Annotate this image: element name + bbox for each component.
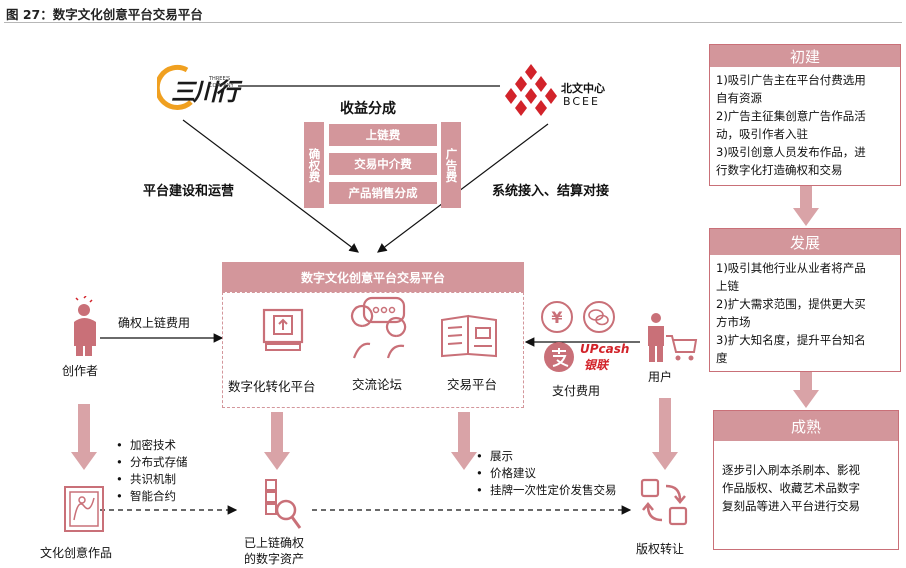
revenue-row: 上链费 — [329, 124, 437, 146]
stage-body: 逐步引入刷本杀刷本、影视 作品版权、收藏艺术品数字 复刻品等进入平台进行交易 — [714, 441, 898, 515]
stage-line: 动，吸引作者入驻 — [716, 127, 808, 141]
list-item: •智能合约 — [116, 489, 176, 503]
unionpay-text: 银联 — [584, 358, 609, 372]
threes-logo-sub1: THREE'S — [209, 76, 231, 82]
list-item-text: 加密技术 — [130, 438, 176, 452]
revenue-row-label: 产品销售分成 — [348, 186, 418, 200]
revenue-row: 产品销售分成 — [329, 182, 437, 204]
bcee-en-name: BCEE — [563, 95, 600, 108]
system-access-label: 系统接入、结算对接 — [492, 184, 610, 199]
module-label: 数字化转化平台 — [228, 379, 316, 394]
stage-line: 度 — [716, 351, 728, 365]
yuan-symbol: ¥ — [551, 308, 562, 327]
list-item: •展示 — [476, 449, 513, 463]
access-arrow — [377, 123, 549, 253]
stage-initial-panel: 初建 1)吸引广告主在平台付费选用 自有资源 2)广告主征集创意广告作品活 动，… — [709, 44, 901, 186]
bcee-diamond-icon — [505, 64, 557, 116]
list-item: •分布式存储 — [116, 455, 188, 469]
list-item: •挂牌一次性定价发售交易 — [476, 483, 617, 497]
threes-company-logo: 三川行 THREE'S COMPANY — [157, 62, 239, 114]
digital-asset-icon — [265, 479, 302, 529]
stage-line: 逐步引入刷本杀刷本、影视 — [722, 463, 860, 477]
threes-logo-sub2: COMPANY — [209, 83, 234, 89]
upcash-text: UPcash — [580, 342, 630, 356]
stage-mature-panel: 成熟 逐步引入刷本杀刷本、影视 作品版权、收藏艺术品数字 复刻品等进入平台进行交… — [713, 410, 899, 550]
asset-label-line2: 的数字资产 — [244, 552, 305, 566]
stage-title: 成熟 — [714, 411, 898, 441]
ad-fee-label: 广告费 — [444, 147, 459, 183]
stage-line: 1)吸引其他行业从业者将产品 — [716, 261, 866, 275]
revenue-row: 交易中介费 — [329, 153, 437, 175]
stage-body: 1)吸引广告主在平台付费选用 自有资源 2)广告主征集创意广告作品活 动，吸引作… — [710, 67, 900, 183]
stage-line: 2)广告主征集创意广告作品活 — [716, 109, 866, 123]
list-item-text: 智能合约 — [130, 489, 176, 503]
stage-line: 作品版权、收藏艺术品数字 — [722, 481, 860, 495]
platform-title: 数字文化创意平台交易平台 — [222, 262, 524, 292]
alipay-icon — [544, 342, 574, 372]
list-item: •加密技术 — [116, 438, 176, 452]
ops-arrow — [182, 119, 359, 253]
rights-fee-label: 确权费 — [307, 147, 322, 183]
revenue-row-label: 上链费 — [365, 128, 401, 142]
rights-fee-flow-label: 确权上链费用 — [118, 316, 191, 330]
stage-line: 3)吸引创意人员发布作品，进 — [716, 145, 866, 159]
user-label: 用户 — [648, 370, 673, 384]
title-rule — [4, 22, 902, 23]
rights-fee-cell: 确权费 — [304, 122, 324, 208]
platform-ops-label: 平台建设和运营 — [143, 184, 235, 199]
list-item: •共识机制 — [116, 472, 176, 486]
creator-label: 创作者 — [62, 364, 99, 378]
user-icon — [648, 313, 698, 362]
copyright-transfer-icon — [640, 478, 688, 526]
digital-conversion-icon — [262, 308, 304, 351]
bcee-logo: 北文中心 BCEE — [503, 62, 615, 116]
stage-line: 1)吸引广告主在平台付费选用 — [716, 73, 866, 87]
wechat-pay-icon — [583, 301, 615, 333]
platform-body — [222, 292, 524, 408]
stage-line: 方市场 — [716, 315, 751, 329]
stage-line: 上链 — [716, 279, 739, 293]
stage-body: 1)吸引其他行业从业者将产品 上链 2)扩大需求范围，提供更大买 方市场 3)扩… — [710, 255, 900, 371]
forum-icon — [350, 296, 407, 359]
module-label: 交易平台 — [447, 377, 498, 392]
stage-line: 自有资源 — [716, 91, 762, 105]
stage-title: 发展 — [710, 229, 900, 255]
trade-bullet-list: •展示 •价格建议 •挂牌一次性定价发售交易 — [476, 448, 617, 499]
stage-title: 初建 — [710, 45, 900, 67]
asset-label-line1: 已上链确权 — [244, 536, 305, 550]
tech-bullet-list: •加密技术 •分布式存储 •共识机制 •智能合约 — [116, 437, 188, 505]
revenue-title: 收益分成 — [340, 101, 396, 117]
creator-icon — [74, 296, 96, 356]
creative-work-label: 文化创意作品 — [40, 546, 113, 560]
ad-fee-cell: 广告费 — [441, 122, 461, 208]
list-item-text: 挂牌一次性定价发售交易 — [490, 483, 617, 497]
transfer-label: 版权转让 — [636, 542, 685, 556]
list-item-text: 共识机制 — [130, 472, 176, 486]
revenue-row-label: 交易中介费 — [354, 157, 412, 171]
yuan-icon: ¥ — [541, 301, 573, 333]
list-item-text: 分布式存储 — [130, 455, 188, 469]
artwork-frame-icon — [64, 486, 104, 532]
list-item: •价格建议 — [476, 466, 536, 480]
stage-growth-panel: 发展 1)吸引其他行业从业者将产品 上链 2)扩大需求范围，提供更大买 方市场 … — [709, 228, 901, 372]
figure-title: 图 27：数字文化创意平台交易平台 — [6, 7, 203, 22]
stage-line: 3)扩大知名度，提升平台知名 — [716, 333, 866, 347]
trading-platform-icon — [441, 314, 497, 358]
bcee-cn-name: 北文中心 — [561, 82, 605, 95]
list-item-text: 价格建议 — [490, 466, 536, 480]
stage-line: 行数字化打造确权和交易 — [716, 163, 843, 177]
payment-fee-label: 支付费用 — [552, 384, 601, 398]
list-item-text: 展示 — [490, 449, 513, 463]
module-label: 交流论坛 — [352, 377, 403, 392]
stage-line: 复刻品等进入平台进行交易 — [722, 499, 860, 513]
threes-logo-mark: 三川行 — [171, 78, 239, 106]
stage-line: 2)扩大需求范围，提供更大买 — [716, 297, 866, 311]
